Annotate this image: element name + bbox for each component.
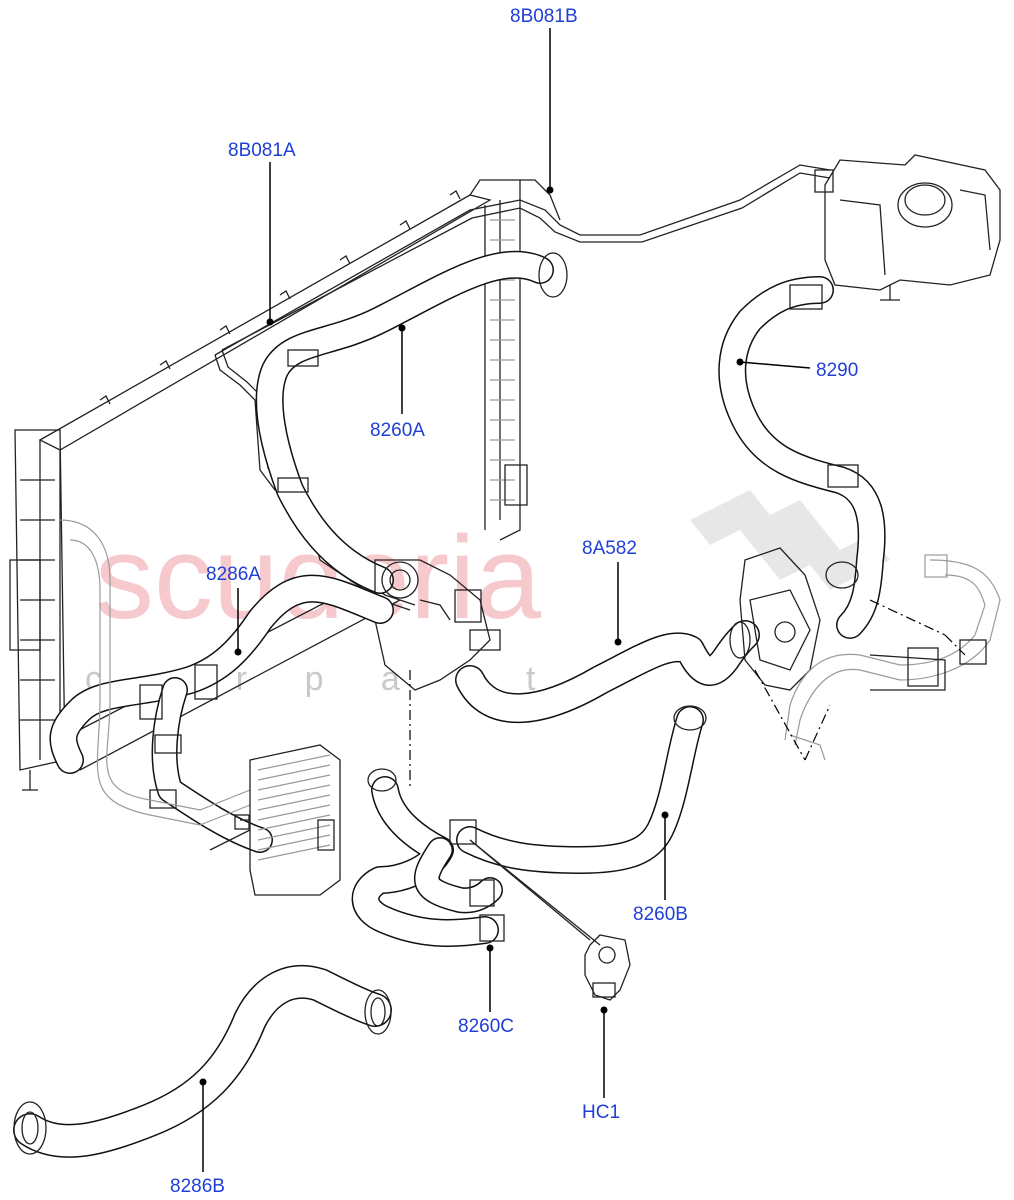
callout-labels: 8B081B 8B081A 8290 8260A 8A582 8286A 826… [170, 6, 858, 1197]
expansion-tank [814, 154, 1001, 301]
right-side-hose-detail [784, 554, 1001, 761]
hose-8286B [13, 964, 392, 1158]
hose-8260C [351, 768, 505, 947]
callout-8290: 8290 [816, 360, 858, 381]
callout-8260A: 8260A [370, 420, 425, 441]
callout-leaders [199, 28, 811, 1172]
callout-8B081A: 8B081A [228, 140, 296, 161]
hose-8A582 [455, 620, 760, 724]
hose-8260A [255, 250, 568, 594]
hose-8290 [718, 276, 886, 639]
hose-connector-HC1 [469, 839, 631, 1001]
callout-8286A: 8286A [206, 564, 261, 585]
water-pump [739, 547, 821, 691]
callout-8B081B: 8B081B [510, 6, 578, 27]
callout-HC1: HC1 [582, 1102, 620, 1123]
checkered-flag-icon [690, 490, 890, 590]
thermostat-housing [374, 559, 501, 691]
lower-return-hose [59, 519, 251, 826]
hose-8286A [49, 574, 394, 853]
hose-8260B [456, 705, 707, 874]
callout-8260C: 8260C [458, 1016, 514, 1037]
reference-lines [409, 599, 966, 790]
oil-cooler [209, 744, 341, 896]
callout-8286B: 8286B [170, 1176, 225, 1197]
callout-8A582: 8A582 [582, 538, 637, 559]
callout-8260B: 8260B [633, 904, 688, 925]
